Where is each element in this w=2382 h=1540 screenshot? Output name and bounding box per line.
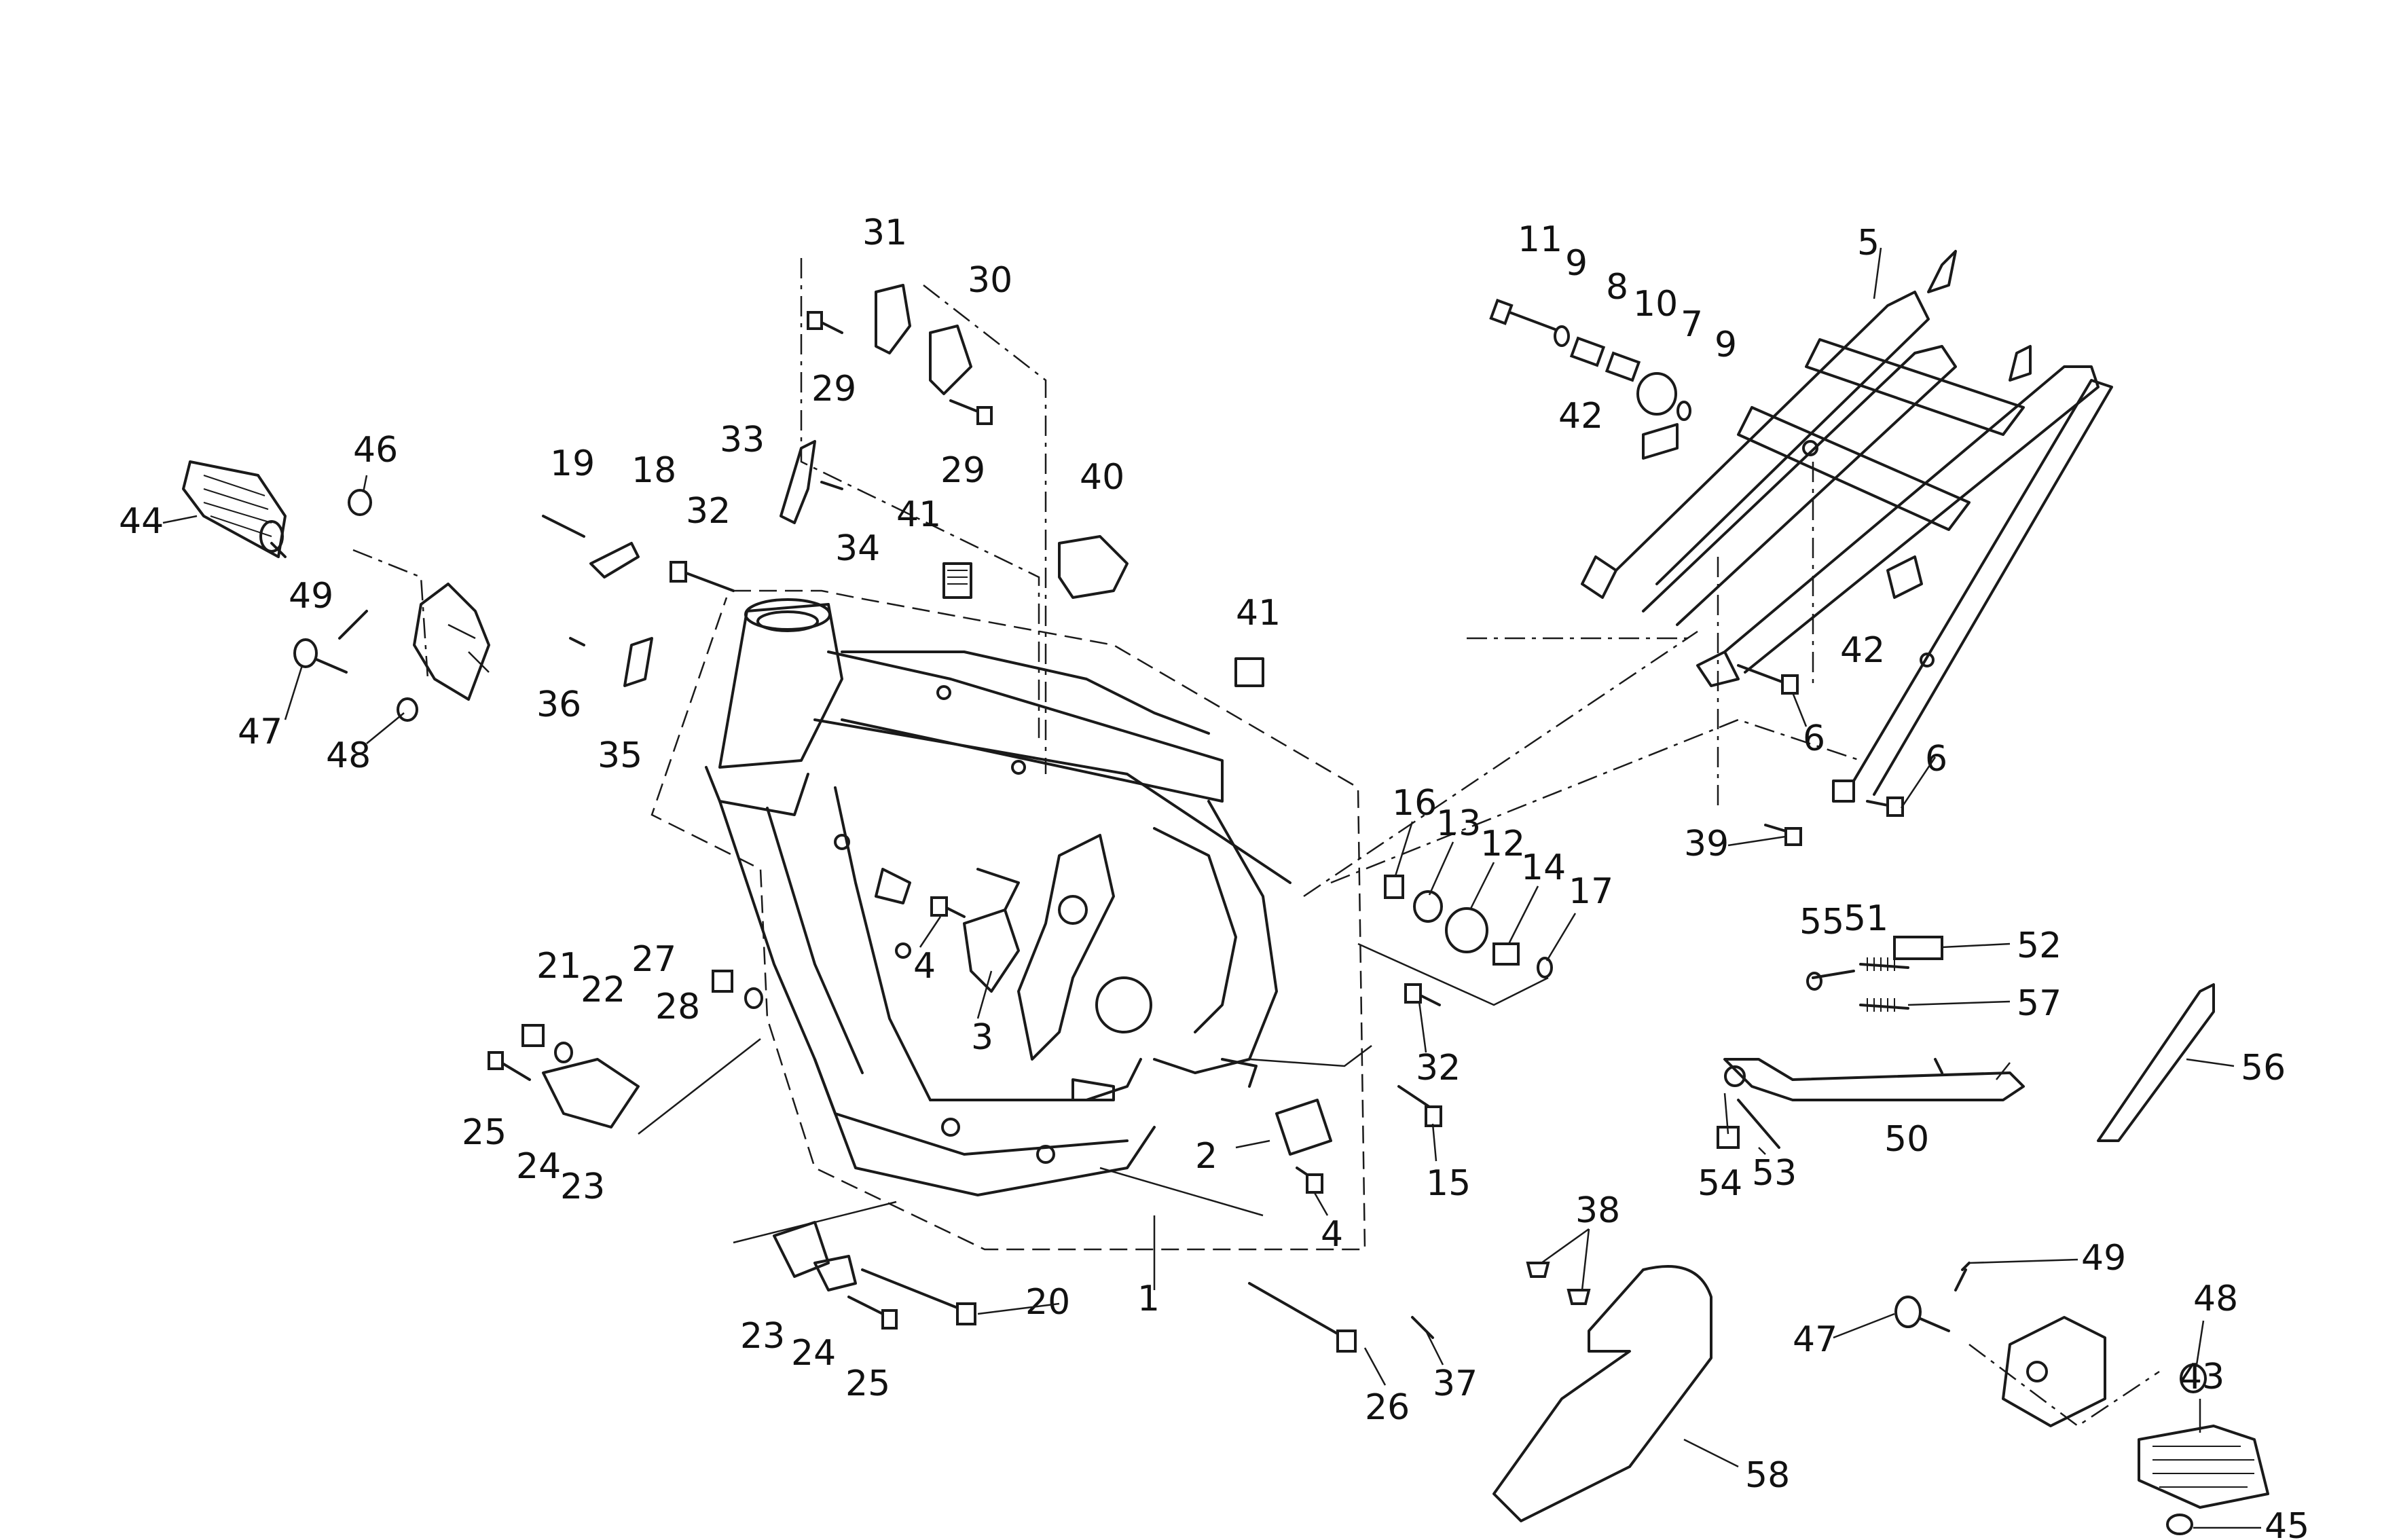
callout-12: 12 [1480,824,1525,864]
callout-34: 34 [835,528,880,569]
callout-25: 25 [462,1112,507,1153]
callout-4b: 4 [1321,1214,1343,1255]
callout-23: 23 [560,1167,605,1207]
callout-35: 35 [598,735,642,776]
callout-36: 36 [536,684,581,725]
callout-18: 18 [631,450,676,491]
callout-37: 37 [1433,1363,1478,1404]
chain-slider [2097,983,2215,1142]
callout-58: 58 [1745,1455,1790,1496]
callout-3: 3 [971,1017,993,1058]
callout-53: 53 [1752,1153,1797,1194]
callout-55: 55 [1799,902,1844,942]
callout-56: 56 [2241,1048,2286,1088]
callout-24b: 24 [791,1333,836,1374]
callout-29: 29 [811,369,856,409]
assembly-lines [352,258,2160,1427]
callout-30: 30 [968,260,1012,301]
callout-23b: 23 [740,1316,785,1357]
callout-16: 16 [1392,783,1437,824]
callout-9b: 9 [1715,325,1737,365]
callout-1: 1 [1137,1279,1160,1319]
callout-19: 19 [550,443,595,484]
callout-51: 51 [1844,898,1888,939]
callout-32: 32 [686,491,731,532]
callout-5: 5 [1857,223,1880,263]
callout-48: 48 [326,735,371,776]
callout-14: 14 [1521,847,1566,888]
callout-13: 13 [1436,803,1481,844]
callout-25b: 25 [845,1363,890,1404]
callout-50: 50 [1884,1119,1929,1160]
callout-labels: 1 2 3 4 4 5 6 6 7 8 9 9 10 11 12 13 14 1… [119,213,2309,1540]
callout-29b: 29 [940,450,985,491]
callout-39: 39 [1684,824,1729,864]
sub-frame [1581,250,2113,803]
callout-44: 44 [119,501,164,542]
callout-57: 57 [2017,983,2062,1024]
callout-31: 31 [862,213,907,253]
footpeg-left [182,460,287,558]
bolts-and-fasteners [293,284,2207,1393]
callout-7: 7 [1681,304,1703,345]
label-leaders [162,247,2261,1529]
callout-2: 2 [1195,1136,1217,1177]
callout-49b: 49 [2081,1238,2126,1279]
footpeg-right [2138,1425,2269,1535]
callout-54: 54 [1698,1163,1742,1204]
callout-41b: 41 [1236,593,1281,634]
callout-27: 27 [631,939,676,980]
callout-26: 26 [1365,1387,1410,1428]
main-frame [651,589,1366,1251]
callout-38: 38 [1575,1190,1620,1231]
callout-46: 46 [353,430,398,471]
callout-24: 24 [516,1146,561,1187]
side-stand [1723,1058,2025,1101]
callout-17: 17 [1569,871,1613,912]
callout-8: 8 [1606,267,1628,308]
callout-47: 47 [238,712,282,752]
callout-15: 15 [1426,1163,1471,1204]
callout-9: 9 [1565,243,1588,284]
callout-10: 10 [1633,284,1678,325]
callout-47b: 47 [1793,1319,1837,1360]
callout-6b: 6 [1925,739,1947,780]
callout-42: 42 [1558,396,1603,437]
callout-52: 52 [2017,925,2062,966]
callout-45: 45 [2265,1506,2309,1540]
callout-11: 11 [1518,219,1562,260]
callout-22: 22 [581,970,625,1010]
callout-48b: 48 [2193,1279,2238,1319]
callout-33: 33 [720,420,765,460]
footpeg-bracket-left [413,583,490,701]
callout-43: 43 [2180,1357,2224,1397]
callout-32b: 32 [1416,1048,1461,1088]
callout-49: 49 [289,576,333,617]
callout-28: 28 [655,987,700,1027]
callout-42b: 42 [1840,630,1885,671]
callout-4: 4 [913,946,936,987]
callout-20: 20 [1025,1282,1070,1323]
callout-21: 21 [536,946,581,987]
footpeg-bracket-right [2002,1316,2106,1427]
callout-41: 41 [896,494,941,535]
heat-shield-pad [1492,1265,1712,1522]
callout-40: 40 [1080,457,1124,498]
